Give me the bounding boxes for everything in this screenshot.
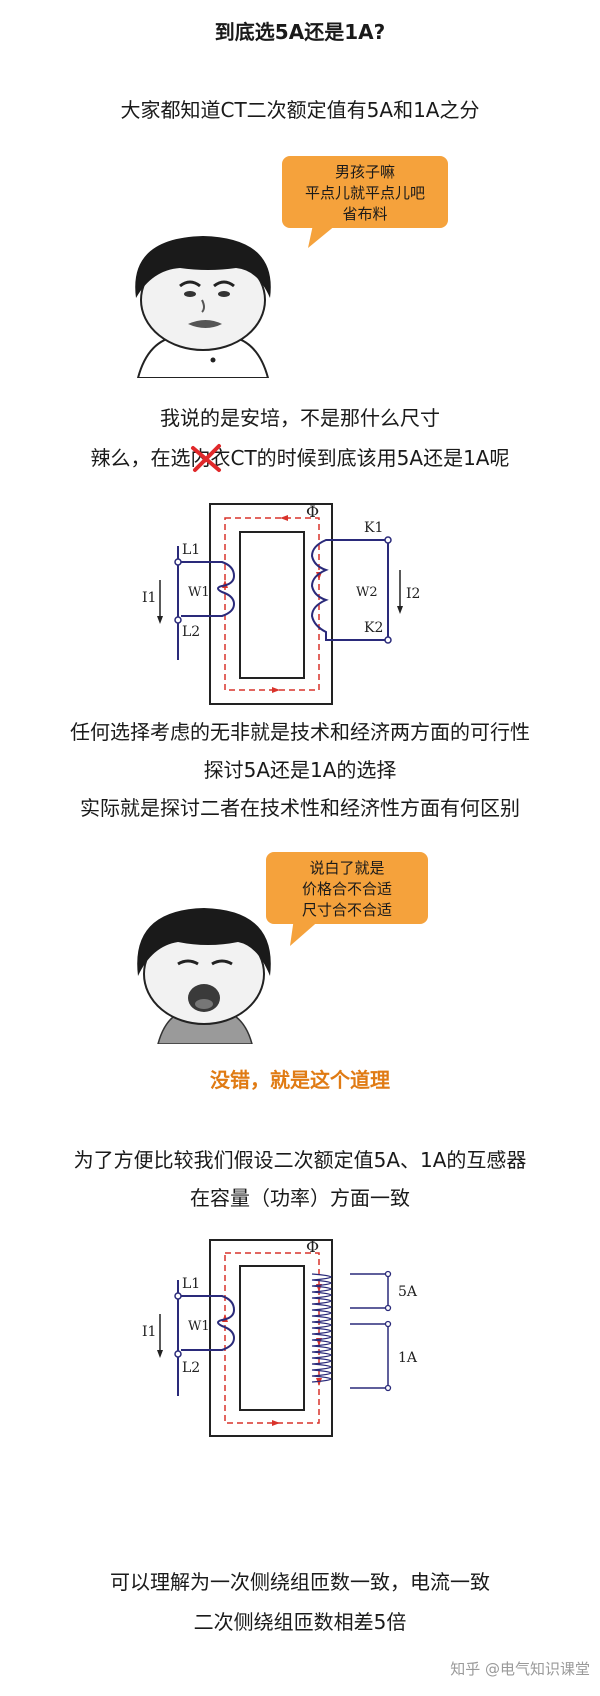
para2-line1: 任何选择考虑的无非就是技术和经济两方面的可行性 (70, 720, 530, 744)
highlight-text: 没错，就是这个道理 (210, 1068, 390, 1092)
label-K2: K2 (364, 620, 383, 636)
meme-face-2-image (137, 908, 271, 1044)
para4-line2: 二次侧绕组匝数相差5倍 (193, 1610, 407, 1634)
speech-bubble-1: 男孩子嘛 平点儿就平点儿吧 省布料 (282, 156, 448, 228)
bubble2-line1: 说白了就是 (309, 859, 385, 877)
bubble2-line3: 尺寸合不合适 (301, 901, 392, 919)
label2-I1: I1 (142, 1324, 156, 1340)
para2-line3: 实际就是探讨二者在技术性和经济性方面有何区别 (80, 796, 520, 820)
label-I1: I1 (142, 590, 156, 606)
ct-diagram-1: Φ L1 L2 I1 W1 W2 K1 K2 I2 (142, 502, 420, 705)
bubble1-tail (308, 220, 342, 248)
para2-line2: 探讨5A还是1A的选择 (203, 758, 397, 782)
label2-L1: L1 (182, 1276, 200, 1292)
watermark: 知乎 @电气知识课堂 (450, 1660, 590, 1678)
para1-line2-pre: 辣么，在选 (90, 446, 191, 470)
speech-bubble-2: 说白了就是 价格合不合适 尺寸合不合适 (266, 852, 428, 924)
bubble2-line2: 价格合不合适 (301, 880, 392, 898)
tap-1A-label: 1A (398, 1350, 418, 1366)
label2-W1: W1 (188, 1319, 210, 1334)
label-L2: L2 (182, 624, 200, 640)
para1-line2-post: CT的时候到底该用5A还是1A呢 (230, 446, 510, 470)
label-K1: K1 (364, 520, 383, 536)
red-cross-icon (190, 444, 221, 472)
label2-L2: L2 (182, 1360, 200, 1376)
bubble2-tail (290, 918, 322, 946)
struck-word: 内衣 (190, 444, 231, 472)
phi-label: Φ (306, 502, 319, 521)
phi-label-2: Φ (306, 1237, 319, 1256)
bubble1-line1: 男孩子嘛 (334, 163, 395, 181)
bubble1-line3: 省布料 (342, 205, 388, 223)
para4-line1: 可以理解为一次侧绕组匝数一致，电流一致 (110, 1570, 490, 1594)
para3-line1: 为了方便比较我们假设二次额定值5A、1A的互感器 (73, 1148, 527, 1172)
label-W2: W2 (356, 585, 378, 600)
page-title: 到底选5A还是1A? (214, 20, 386, 44)
label-W1: W1 (188, 585, 210, 600)
label-L1: L1 (182, 542, 200, 558)
intro-text: 大家都知道CT二次额定值有5A和1A之分 (120, 98, 480, 122)
meme-face-1-image (135, 236, 271, 378)
para3-line2: 在容量（功率）方面一致 (190, 1186, 410, 1210)
tap-5A-label: 5A (398, 1284, 418, 1300)
ct-diagram-2: Φ L1 L2 I1 W1 5A 1A (142, 1237, 418, 1437)
bubble1-line2: 平点儿就平点儿吧 (304, 184, 425, 202)
label-I2: I2 (406, 586, 420, 602)
para1-line1: 我说的是安培，不是那什么尺寸 (160, 406, 440, 430)
